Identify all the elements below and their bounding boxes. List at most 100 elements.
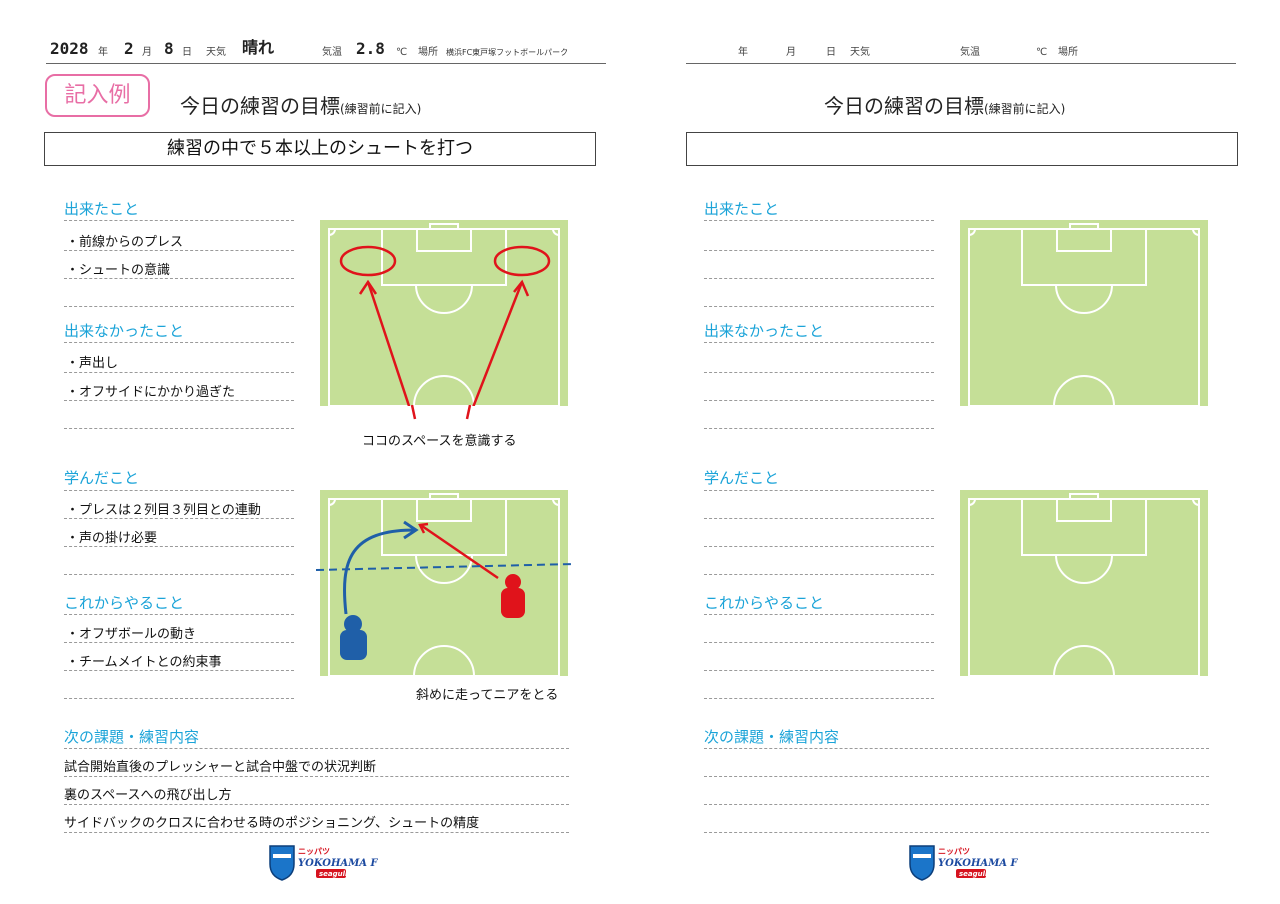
- goal-title: 今日の練習の目標(練習前に記入): [180, 90, 421, 119]
- dotted-line: [64, 342, 294, 343]
- dotted-line: [704, 250, 934, 251]
- pitch-bottom-caption: 斜めに走ってニアをとる: [416, 688, 559, 703]
- logo-sub: seagulls: [959, 870, 992, 878]
- target-space-markers: [339, 245, 551, 406]
- logo-name: YOKOHAMA FC: [298, 858, 378, 869]
- dotted-line: [704, 574, 934, 575]
- not-done-item-2: ・オフサイドにかかり過ぎた: [66, 385, 236, 400]
- section-next-actions-title: これからやること: [704, 594, 825, 612]
- goal-text: 練習の中で５本以上のシュートを打つ: [167, 138, 473, 159]
- place-value: 横浜FC東戸塚フットボールパーク: [446, 48, 569, 57]
- learned-item-2: ・声の掛け必要: [66, 531, 158, 546]
- run-arrow-blue: [343, 528, 416, 615]
- dotted-line: [704, 832, 1209, 833]
- run-arrowhead-blue: [403, 520, 419, 540]
- dotted-line: [64, 832, 569, 833]
- dotted-line: [64, 490, 294, 491]
- year-label: 年: [738, 47, 748, 58]
- dotted-line: [704, 220, 934, 221]
- month-label: 月: [142, 47, 152, 58]
- dotted-line: [64, 670, 294, 671]
- goal-title-text: 今日の練習の目標: [180, 94, 340, 118]
- dotted-line: [64, 804, 569, 805]
- dotted-line: [64, 614, 294, 615]
- goal-title-note: (練習前に記入): [984, 102, 1066, 116]
- goal-box: 練習の中で５本以上のシュートを打つ: [44, 132, 596, 166]
- temp-value: 2.8: [356, 39, 385, 58]
- temp-unit: ℃: [1036, 47, 1048, 58]
- goal-input-box[interactable]: [686, 132, 1238, 166]
- dotted-line: [704, 428, 934, 429]
- dotted-line: [704, 546, 934, 547]
- dotted-line: [64, 518, 294, 519]
- next-actions-item-2: ・チームメイトとの約束事: [66, 655, 222, 670]
- section-next-actions-title: これからやること: [64, 594, 185, 612]
- pass-arrow-red: [421, 524, 499, 580]
- dotted-line: [64, 306, 294, 307]
- dotted-line: [704, 342, 934, 343]
- weather-label: 天気: [206, 47, 226, 58]
- example-badge: 記入例: [45, 74, 150, 117]
- dotted-line: [704, 698, 934, 699]
- blank-page: 年 月 日 天気 気温 ℃ 場所 今日の練習の目標(練習前に記入) 出来たこと …: [640, 0, 1280, 904]
- next-tasks-item-3: サイドバックのクロスに合わせる時のポジショニング、シュートの精度: [64, 816, 480, 831]
- place-label: 場所: [418, 47, 438, 58]
- section-not-done-title: 出来なかったこと: [64, 322, 185, 340]
- next-actions-item-1: ・オフザボールの動き: [66, 627, 197, 642]
- dotted-line: [704, 306, 934, 307]
- pitch-diagram-bottom: [320, 490, 568, 676]
- section-next-tasks-title: 次の課題・練習内容: [704, 728, 840, 746]
- day-label: 日: [182, 47, 192, 58]
- year-label: 年: [98, 47, 108, 58]
- logo-top-text: ニッパツ: [938, 846, 970, 856]
- not-done-item-1: ・声出し: [66, 356, 119, 371]
- done-item-1: ・前線からのプレス: [66, 235, 184, 250]
- pass-arrowhead-red: [418, 522, 429, 534]
- dotted-line: [64, 220, 294, 221]
- temp-label: 気温: [960, 47, 980, 58]
- section-done-title: 出来たこと: [64, 200, 140, 218]
- dotted-line: [64, 428, 294, 429]
- day-value: 8: [164, 39, 174, 58]
- dotted-line: [64, 400, 294, 401]
- done-item-2: ・シュートの意識: [66, 263, 171, 278]
- pitch-top-caption: ココのスペースを意識する: [362, 434, 517, 449]
- section-learned-title: 学んだこと: [64, 469, 140, 487]
- dotted-line: [704, 614, 934, 615]
- dotted-line: [64, 278, 294, 279]
- dotted-line: [704, 748, 1209, 749]
- goal-title-text: 今日の練習の目標: [824, 94, 984, 118]
- logo-name: YOKOHAMA FC: [938, 858, 1018, 869]
- temp-label: 気温: [322, 47, 342, 58]
- dotted-line: [704, 278, 934, 279]
- next-tasks-item-2: 裏のスペースへの飛び出し方: [64, 788, 232, 803]
- goal-title: 今日の練習の目標(練習前に記入): [824, 90, 1065, 119]
- dotted-line: [704, 776, 1209, 777]
- pitch-diagram-bottom-blank: [960, 490, 1208, 676]
- learned-item-1: ・プレスは２列目３列目との連動: [66, 503, 261, 518]
- dotted-line: [704, 372, 934, 373]
- dotted-line: [64, 546, 294, 547]
- dotted-line: [64, 698, 294, 699]
- offside-line: [316, 563, 574, 571]
- goal-title-note: (練習前に記入): [340, 102, 422, 116]
- dotted-line: [704, 400, 934, 401]
- weather-label: 天気: [850, 47, 870, 58]
- yokohama-fc-logo: ニッパツ YOKOHAMA FC seagulls: [909, 845, 1018, 881]
- place-label: 場所: [1058, 47, 1078, 58]
- next-tasks-item-1: 試合開始直後のプレッシャーと試合中盤での状況判断: [64, 760, 377, 775]
- example-page: 2028 年 2 月 8 日 天気 晴れ 気温 2.8 ℃ 場所 横浜FC東戸塚…: [44, 38, 606, 881]
- yokohama-fc-logo: ニッパツ YOKOHAMA FC seagulls: [269, 845, 378, 881]
- pitch-lines: [328, 493, 560, 676]
- section-done-title: 出来たこと: [704, 200, 780, 218]
- dotted-line: [64, 748, 569, 749]
- month-label: 月: [786, 47, 796, 58]
- dotted-line: [64, 372, 294, 373]
- pitch-diagram-top-blank: [960, 220, 1208, 406]
- section-not-done-title: 出来なかったこと: [704, 322, 825, 340]
- dotted-line: [704, 518, 934, 519]
- dotted-line: [704, 642, 934, 643]
- dotted-line: [64, 642, 294, 643]
- section-learned-title: 学んだこと: [704, 469, 780, 487]
- logo-top-text: ニッパツ: [298, 846, 330, 856]
